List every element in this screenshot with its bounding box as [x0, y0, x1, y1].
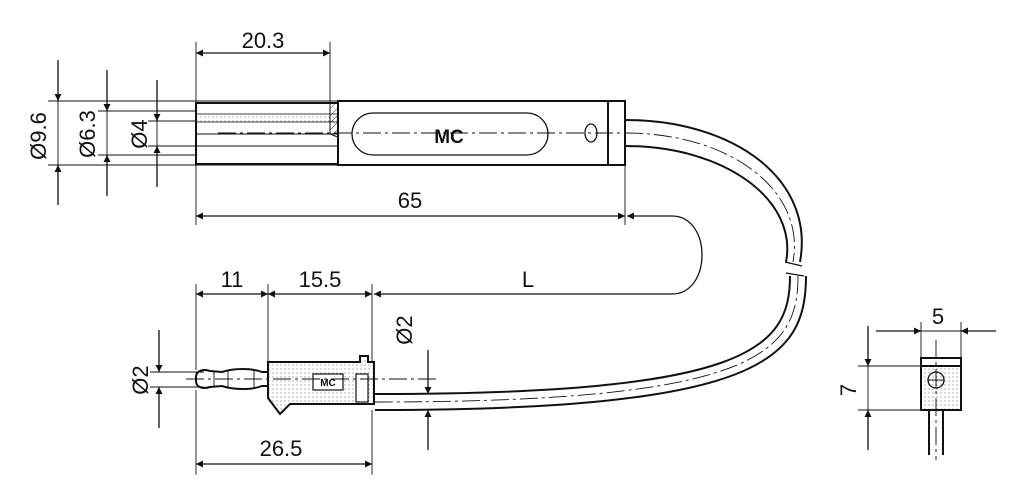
- dim-pin-length: 11: [221, 267, 244, 292]
- dim-cable-diameter: Ø2: [392, 315, 417, 344]
- dim-end-height: 7: [836, 384, 861, 396]
- dim-inner-diameter: Ø4: [127, 119, 152, 148]
- top-plug-thread: [195, 113, 339, 123]
- dimensions: 20.3 Ø9.6 Ø6.3 Ø4 65 L: [26, 28, 996, 475]
- dim-end-width: 5: [932, 304, 944, 329]
- dim-body-length: 15.5: [299, 267, 342, 292]
- dim-mid-diameter: Ø6.3: [75, 110, 100, 158]
- dim-cable-length: L: [522, 267, 534, 292]
- dim-socket-length: 20.3: [242, 28, 285, 53]
- dim-pin-diameter: Ø2: [128, 365, 153, 394]
- cable: [374, 119, 807, 411]
- bottom-plug: MC: [186, 355, 440, 416]
- dim-outer-diameter: Ø9.6: [26, 112, 51, 160]
- top-plug-logo: MC: [434, 127, 464, 148]
- bottom-plug-logo: MC: [320, 378, 336, 389]
- bottom-plug-label: [312, 373, 344, 391]
- top-plug-socket: [195, 102, 339, 165]
- top-plug: MC: [195, 100, 626, 166]
- end-view: [920, 340, 962, 460]
- dim-bottom-total-length: 26.5: [260, 436, 303, 461]
- top-plug-label-window: [351, 112, 549, 156]
- dim-top-total-length: 65: [398, 188, 422, 213]
